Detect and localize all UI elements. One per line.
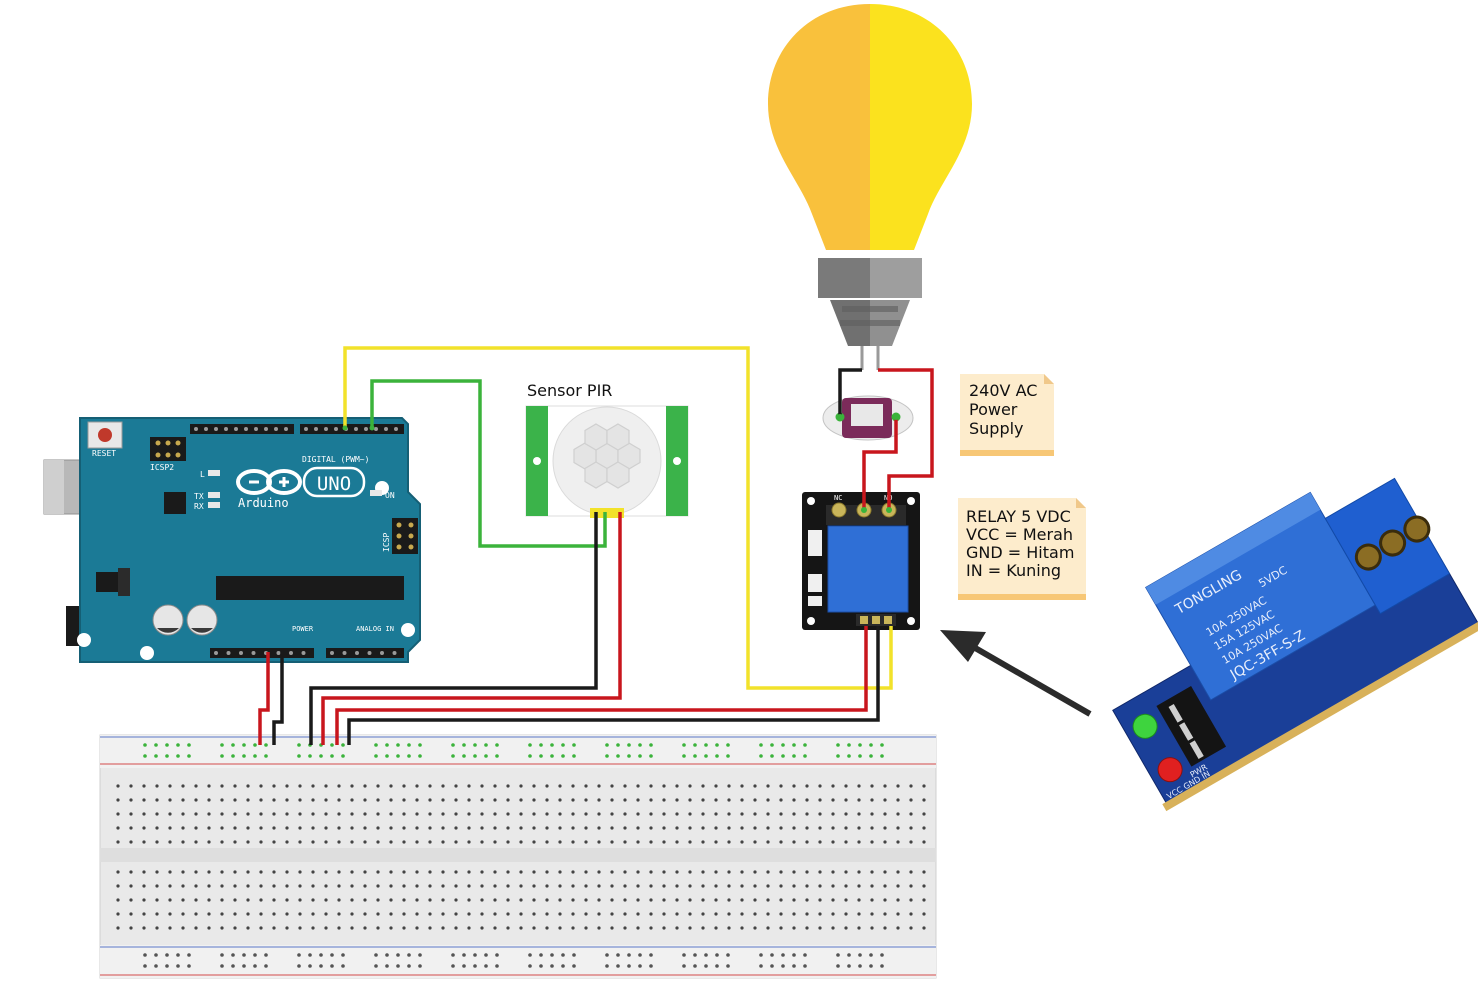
wire-black-relay-gnd	[347, 626, 880, 745]
wire-green-pir	[370, 379, 607, 548]
relay-note: RELAY 5 VDC VCC = Merah GND = Hitam IN =…	[958, 498, 1086, 600]
icsp-label: ICSP	[382, 533, 391, 552]
wire-red-ac	[862, 417, 898, 510]
relay-module: NC NO	[802, 492, 920, 630]
wire-red-relay-vcc	[335, 626, 868, 745]
relay-note-line-1: RELAY 5 VDC	[966, 507, 1071, 526]
power-label: POWER	[292, 625, 314, 633]
mounting-hole	[77, 633, 91, 647]
wire-red-arduino-5v	[258, 652, 270, 745]
wires	[258, 346, 934, 745]
power-supply-note: 240V AC Power Supply	[960, 374, 1054, 456]
digital-label: DIGITAL (PWM~)	[302, 455, 369, 464]
capacitors	[152, 604, 218, 636]
icsp2-header	[150, 437, 186, 461]
digital-header-left	[190, 424, 294, 434]
mounting-hole	[140, 646, 154, 660]
digital-header-right	[300, 424, 404, 434]
light-bulb	[768, 4, 972, 370]
power-supply-line-1: 240V AC	[969, 381, 1037, 400]
pir-sensor-label: Sensor PIR	[527, 381, 612, 400]
wire-endpoints	[342, 414, 899, 513]
relay-nc-label: NC	[834, 494, 842, 502]
relay-note-line-3: GND = Hitam	[966, 543, 1074, 562]
digital-pin-holes	[194, 427, 398, 431]
relay-note-line-4: IN = Kuning	[966, 561, 1061, 580]
arduino-uno-board: RESET ICSP2 DIGITAL (PWM~) UNO Arduino L…	[43, 417, 421, 663]
fresnel-lens	[573, 423, 641, 489]
wire-yellow-signal	[343, 346, 893, 690]
arduino-model-label: UNO	[317, 473, 351, 495]
power-supply-line-3: Supply	[969, 419, 1024, 438]
icsp2-label: ICSP2	[150, 463, 174, 472]
usb-chip	[164, 492, 186, 514]
atmega-chip	[216, 576, 404, 600]
wire-black-pir-gnd	[309, 512, 598, 745]
power-supply-line-2: Power	[969, 400, 1018, 419]
ac-power-connector	[822, 395, 914, 441]
icsp-header	[392, 518, 418, 554]
breadboard-holes	[116, 743, 926, 968]
reset-label: RESET	[92, 449, 116, 458]
pir-sensor	[525, 405, 689, 518]
wire-red-lamp	[878, 368, 934, 510]
arduino-brand-label: Arduino	[238, 496, 289, 510]
analog-label: ANALOG IN	[356, 625, 394, 633]
relay-module-photo: TONGLING 5VDC 10A 250VAC 15A 125VAC 10A …	[1112, 477, 1478, 812]
power-header	[210, 648, 314, 658]
power-pin-holes	[214, 651, 397, 655]
led-on-label: ON	[385, 491, 395, 500]
tx-label: TX	[194, 492, 204, 501]
arduino-logo	[236, 466, 366, 498]
voltage-regulator	[96, 572, 118, 592]
pointer-arrow	[940, 630, 1092, 717]
led-l-label: L	[200, 470, 205, 479]
wire-black-lamp	[838, 368, 862, 417]
wire-black-arduino-gnd	[272, 652, 284, 745]
relay-note-line-2: VCC = Merah	[966, 525, 1073, 544]
mounting-hole	[401, 623, 415, 637]
wire-red-pir-vcc	[321, 512, 622, 745]
rx-label: RX	[194, 502, 204, 511]
breadboard	[99, 734, 937, 979]
analog-header	[326, 648, 404, 658]
